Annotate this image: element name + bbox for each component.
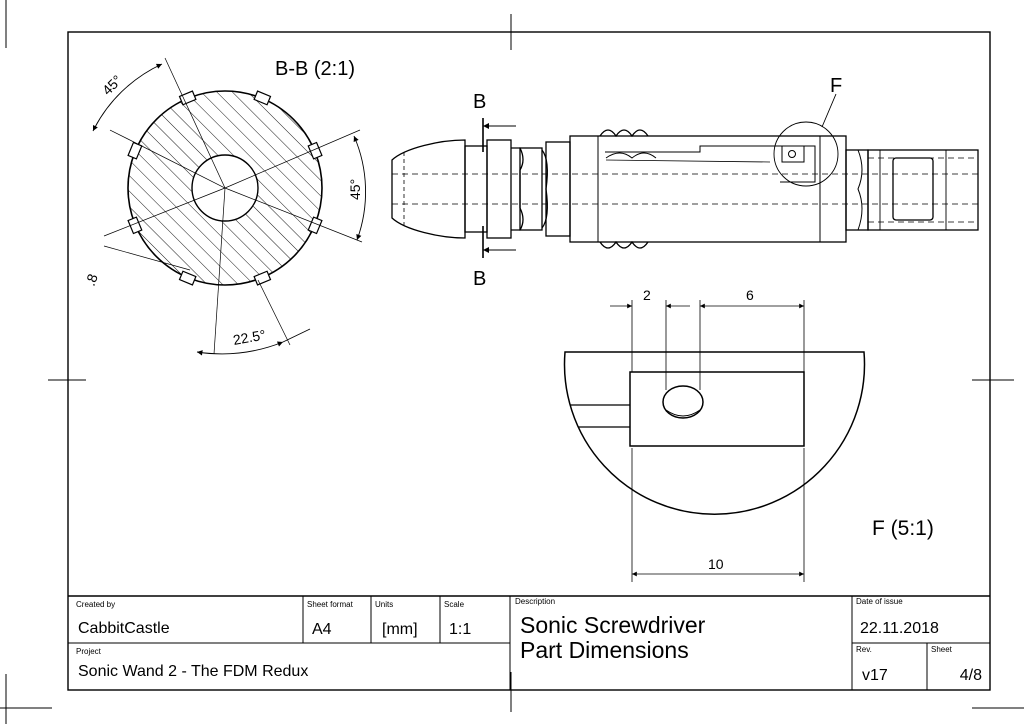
detail-view — [563, 300, 866, 582]
date-value: 22.11.2018 — [860, 620, 939, 637]
sheet-label: Sheet — [931, 645, 953, 654]
title-block — [68, 595, 990, 690]
project-value: Sonic Wand 2 - The FDM Redux — [78, 663, 308, 680]
section-marker-top: B — [473, 91, 486, 113]
angle-right-label: 45° — [347, 179, 363, 200]
angle-bottom-label: 22.5° — [232, 326, 267, 347]
sheet-format-label: Sheet format — [307, 600, 354, 609]
units-value: [mm] — [382, 621, 418, 638]
scale-label: Scale — [444, 600, 465, 609]
detail-dim-2: 2 — [643, 287, 651, 303]
side-view — [391, 93, 980, 258]
description-label: Description — [515, 597, 555, 606]
created-by-value: CabbitCastle — [78, 620, 170, 637]
scale-value: 1:1 — [449, 621, 471, 638]
detail-dim-6: 6 — [746, 287, 754, 303]
units-label: Units — [375, 600, 393, 609]
groove-depth-label: .8 — [82, 271, 101, 288]
section-view: B-B (2:1) 45° 45° 22.5° .8 — [82, 57, 367, 356]
section-marker-bottom: B — [473, 268, 486, 290]
rev-value: v17 — [862, 667, 888, 684]
rev-label: Rev. — [856, 645, 872, 654]
created-by-label: Created by — [76, 600, 115, 609]
detail-marker: F — [830, 75, 842, 97]
project-label: Project — [76, 647, 102, 656]
detail-dim-10: 10 — [708, 556, 724, 572]
date-label: Date of issue — [856, 597, 903, 606]
sheet-format-value: A4 — [312, 621, 332, 638]
description-line2: Part Dimensions — [520, 637, 689, 663]
detail-title: F (5:1) — [872, 517, 934, 540]
description-line1: Sonic Screwdriver — [520, 612, 706, 638]
section-title: B-B (2:1) — [275, 58, 355, 80]
sheet-value: 4/8 — [960, 667, 982, 684]
angle-top-label: 45° — [99, 72, 125, 98]
